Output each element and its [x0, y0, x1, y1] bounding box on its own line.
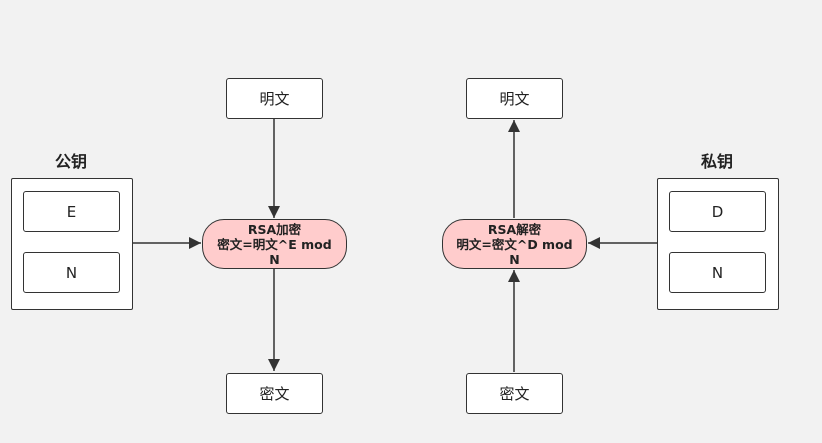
public-key-e-box: E	[23, 191, 120, 232]
rsa-encrypt-formula-line1: 密文=明文^E mod	[217, 236, 332, 252]
rsa-decrypt-title: RSA解密	[487, 221, 542, 237]
left-plaintext-box: 明文	[226, 78, 323, 119]
right-plaintext-box: 明文	[466, 78, 563, 119]
rsa-decrypt-node: RSA解密 明文=密文^D mod N	[442, 219, 587, 269]
rsa-encrypt-node: RSA加密 密文=明文^E mod N	[202, 219, 347, 269]
rsa-decrypt-formula-line1: 明文=密文^D mod	[456, 236, 573, 252]
private-key-d-box: D	[669, 191, 766, 232]
right-ciphertext-box: 密文	[466, 373, 563, 414]
private-key-title: 私钥	[700, 152, 733, 171]
public-key-title: 公钥	[54, 152, 87, 171]
rsa-encrypt-title: RSA加密	[247, 221, 302, 237]
public-key-n-box: N	[23, 252, 120, 293]
rsa-decrypt-formula-line2: N	[509, 251, 520, 267]
left-ciphertext-box: 密文	[226, 373, 323, 414]
rsa-encrypt-formula-line2: N	[269, 251, 280, 267]
private-key-n-box: N	[669, 252, 766, 293]
